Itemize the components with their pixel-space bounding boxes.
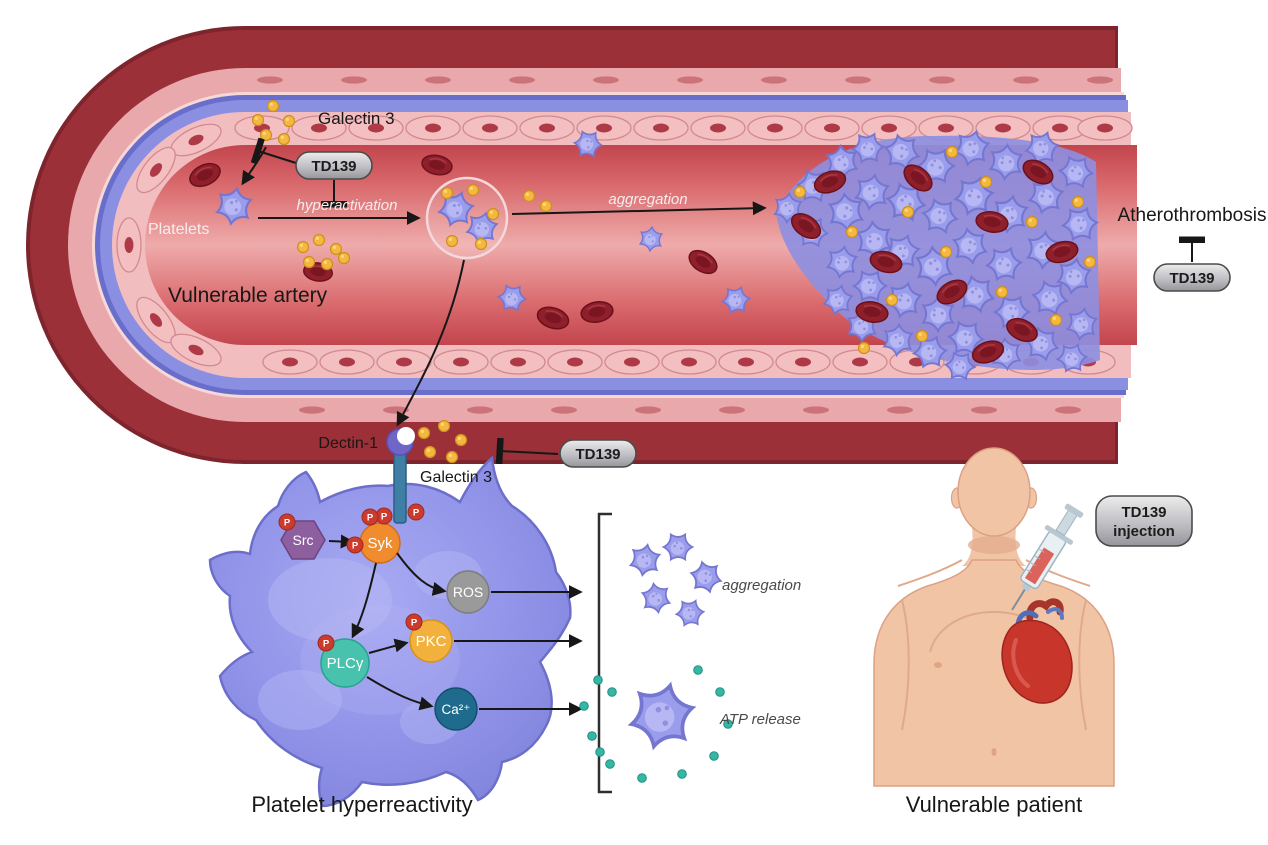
src-molecule: Src [280, 520, 326, 560]
atp-release-label: ATP release [719, 711, 801, 728]
syk-label: Syk [367, 535, 393, 552]
pkc-molecule: PKC [409, 619, 453, 663]
svg-text:P: P [323, 639, 330, 650]
atp-release-platelet [579, 665, 733, 783]
vulnerable-artery-label: Vulnerable artery [168, 284, 328, 307]
ros-molecule: ROS [446, 570, 490, 614]
p-badge-plcg: P [317, 634, 335, 652]
svg-text:P: P [413, 508, 420, 519]
plcg-molecule: PLCγ [320, 638, 370, 688]
td139-pill-right: TD139 [1153, 263, 1231, 292]
svg-text:P: P [284, 518, 291, 529]
syk-molecule: Syk [359, 522, 401, 564]
ros-label: ROS [453, 584, 483, 600]
td139-pill-right-label: TD139 [1169, 270, 1214, 287]
syringe [1011, 503, 1084, 611]
td139-pill-bottom-label: TD139 [575, 446, 620, 463]
thrombus [771, 125, 1103, 385]
platelet-zoom-arrow [396, 259, 465, 427]
activated-platelet-circle [425, 176, 509, 260]
vulnerable-patient-caption: Vulnerable patient [906, 792, 1083, 817]
artery-section: Galectin 3 TD139 Platelets hyperactivati… [26, 26, 1266, 464]
aggregation-label-signaling: aggregation [722, 577, 801, 594]
td139-pill-bottom: TD139 [559, 439, 637, 468]
aggregation-label-artery: aggregation [608, 191, 687, 208]
platelet-hyperreactivity-caption: Platelet hyperreactivity [251, 792, 472, 817]
p-badge-stalk-right: P [407, 503, 425, 521]
heart [1001, 598, 1073, 704]
svg-text:P: P [367, 513, 374, 524]
galectin-label-top: Galectin 3 [318, 109, 395, 128]
svg-text:P: P [381, 512, 388, 523]
patient-figure [873, 447, 1115, 787]
td139-pill-top: TD139 [295, 151, 373, 180]
hyperactivation-label: hyperactivation [297, 197, 398, 214]
dectin1-receptor [386, 427, 415, 524]
svg-text:P: P [411, 618, 418, 629]
syk-to-plcg-arrow [351, 562, 377, 639]
platelets-label: Platelets [148, 221, 209, 238]
signaling-section: Dectin-1 Galectin 3 TD139 Src Syk ROS PL… [208, 419, 801, 817]
patient-section: TD139 injection Vulnerable patient [873, 447, 1193, 817]
td139-injection-pill: TD139 injection [1095, 495, 1193, 547]
td139-pill-top-label: TD139 [311, 158, 356, 175]
pkc-label: PKC [416, 633, 447, 650]
galectin-label-bottom: Galectin 3 [420, 469, 492, 486]
td139-injection-line1: TD139 [1121, 504, 1166, 521]
p-badge-src: P [278, 513, 296, 531]
plcg-label: PLCγ [327, 655, 364, 672]
p-badge-syk-top: P [361, 508, 379, 526]
src-label: Src [293, 532, 314, 548]
td139-inhibit-galectin-line [250, 137, 297, 165]
aggregation-arrow [511, 201, 767, 216]
td139-inhibit-galectin-bottom-line [495, 437, 559, 465]
syk-to-ros-arrow [396, 552, 447, 596]
svg-text:P: P [352, 541, 359, 552]
ca-label: Ca²⁺ [442, 702, 471, 717]
p-badge-pkc: P [405, 613, 423, 631]
ca-molecule: Ca²⁺ [434, 687, 478, 731]
aggregation-cluster [626, 527, 728, 632]
phospho-badges: P P P P P P P [278, 503, 425, 652]
td139-injection-line2: injection [1113, 523, 1175, 540]
p-badge-syk-left: P [346, 536, 364, 554]
plcg-to-pkc-arrow [368, 638, 409, 654]
plcg-to-ca-arrow [366, 676, 434, 711]
output-bracket [597, 512, 612, 794]
dectin1-label: Dectin-1 [318, 435, 378, 452]
atherothrombosis-label: Atherothrombosis [1118, 205, 1267, 226]
